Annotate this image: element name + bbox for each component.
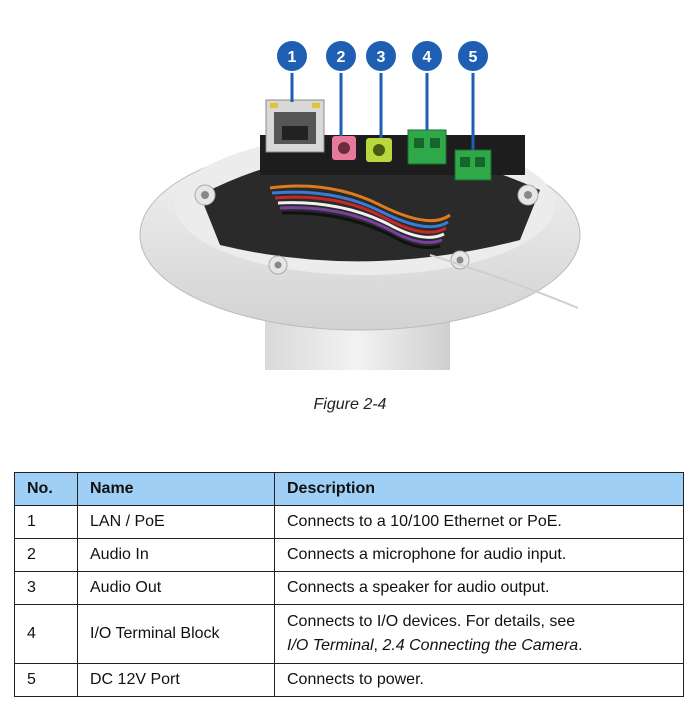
port-description-table: No. Name Description 1 LAN / PoE Connect… <box>14 472 684 697</box>
row-number: 1 <box>14 505 78 539</box>
svg-text:2: 2 <box>337 49 346 66</box>
row-number: 2 <box>14 538 78 572</box>
description-line-1: Connects to I/O devices. For details, se… <box>287 613 576 630</box>
table-header-row: No. Name Description <box>14 472 684 506</box>
row-number: 3 <box>14 571 78 605</box>
description-line-2: I/O Terminal, 2.4 Connecting the Camera. <box>287 634 671 658</box>
table-row: 3 Audio Out Connects a speaker for audio… <box>14 571 684 605</box>
row-name: LAN / PoE <box>77 505 275 539</box>
row-name: Audio In <box>77 538 275 572</box>
svg-text:5: 5 <box>469 49 478 66</box>
table-row: 5 DC 12V Port Connects to power. <box>14 663 684 697</box>
header-description: Description <box>274 472 684 506</box>
lan-port <box>265 99 325 153</box>
callout-3: 3 <box>364 39 398 73</box>
svg-text:4: 4 <box>423 49 432 66</box>
row-description: Connects to power. <box>274 663 684 697</box>
table-row: 1 LAN / PoE Connects to a 10/100 Etherne… <box>14 505 684 539</box>
row-name: I/O Terminal Block <box>77 604 275 664</box>
table-row: 2 Audio In Connects a microphone for aud… <box>14 538 684 572</box>
row-name: Audio Out <box>77 571 275 605</box>
row-description: Connects to I/O devices. For details, se… <box>274 604 684 664</box>
row-number: 4 <box>14 604 78 664</box>
callout-1: 1 <box>275 39 309 73</box>
connecting-camera-reference: 2.4 Connecting the Camera <box>382 637 579 654</box>
svg-text:1: 1 <box>288 49 297 66</box>
description-end: . <box>578 637 583 654</box>
audio-out-jack <box>366 138 392 162</box>
io-terminal-reference: I/O Terminal <box>287 637 374 654</box>
reference-separator: , <box>373 637 383 654</box>
header-no: No. <box>14 472 78 506</box>
callout-2: 2 <box>324 39 358 73</box>
audio-in-jack <box>332 136 356 160</box>
dc-power-port <box>454 149 492 181</box>
figure-caption: Figure 2-4 <box>313 396 387 413</box>
table-row: 4 I/O Terminal Block Connects to I/O dev… <box>14 604 684 664</box>
row-name: DC 12V Port <box>77 663 275 697</box>
svg-text:3: 3 <box>377 49 386 66</box>
callout-4: 4 <box>410 39 444 73</box>
wire-bundle <box>269 184 451 250</box>
row-description: Connects to a 10/100 Ethernet or PoE. <box>274 505 684 539</box>
row-description: Connects a speaker for audio output. <box>274 571 684 605</box>
header-name: Name <box>77 472 275 506</box>
callout-5: 5 <box>456 39 490 73</box>
row-number: 5 <box>14 663 78 697</box>
io-terminal-block <box>407 129 447 165</box>
camera-connector-photo: 1 2 3 4 5 <box>130 30 600 375</box>
row-description: Connects a microphone for audio input. <box>274 538 684 572</box>
